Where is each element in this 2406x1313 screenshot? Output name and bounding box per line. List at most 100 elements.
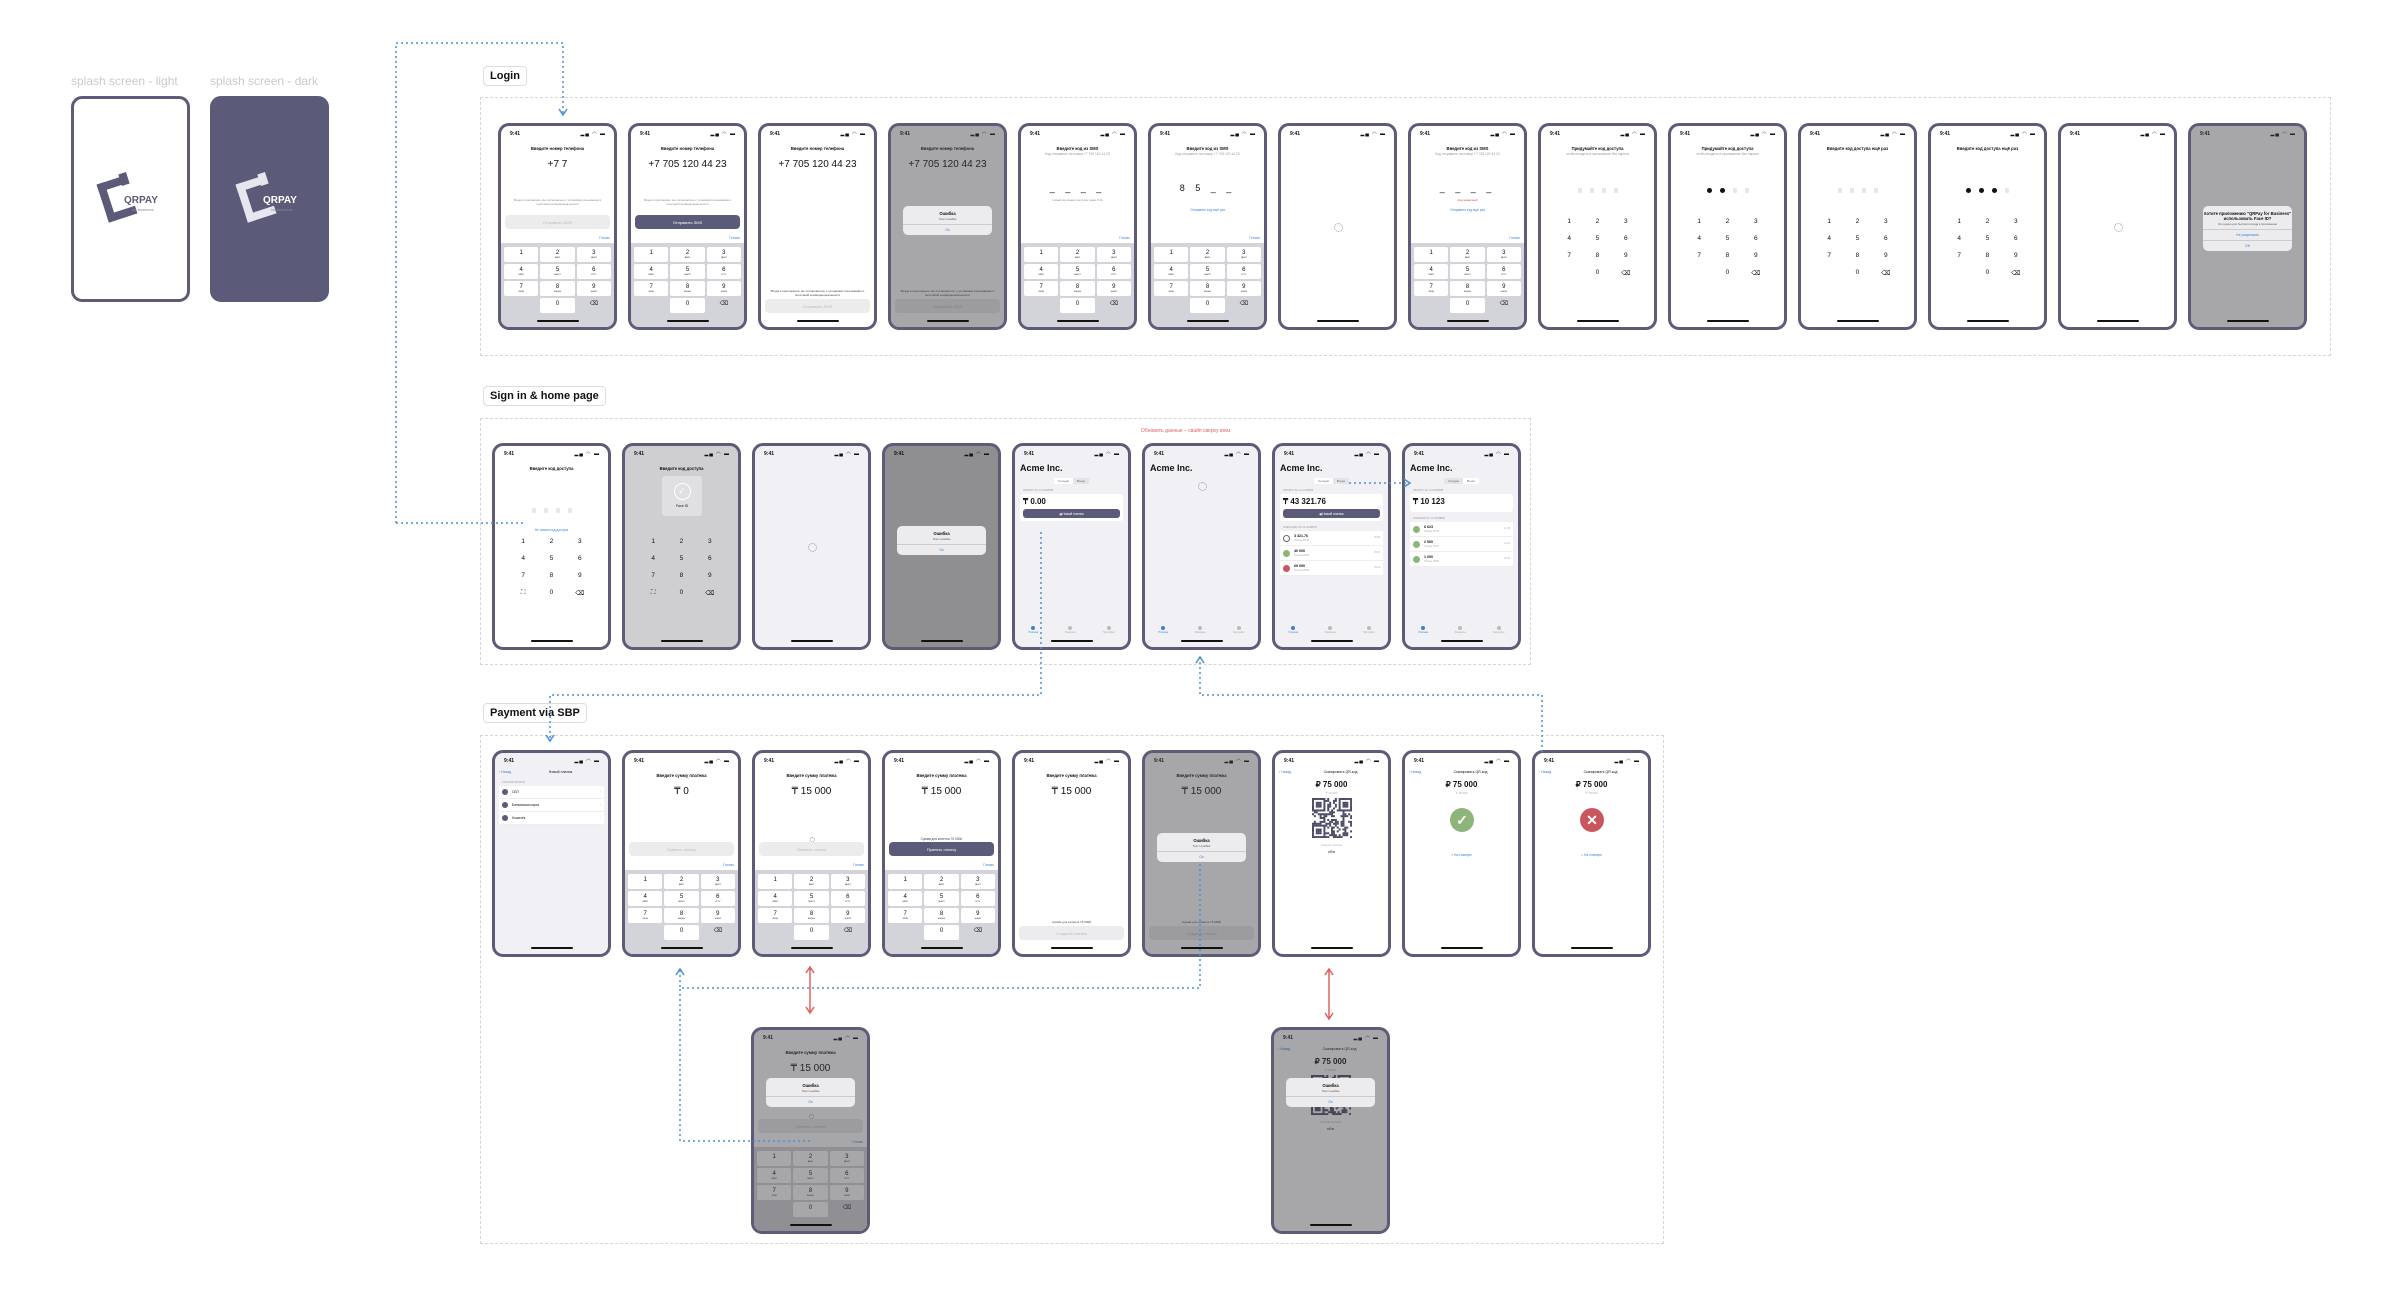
done-button[interactable]: Готово xyxy=(852,1140,863,1144)
pin-key[interactable]: 7 xyxy=(651,572,655,579)
pin-key[interactable]: ⌫ xyxy=(2011,270,2021,277)
primary-button[interactable]: Отправить SMS xyxy=(505,215,610,229)
payment-method-row[interactable]: СБП› xyxy=(499,786,604,799)
pin-key[interactable]: 1 xyxy=(651,538,655,545)
keypad-key[interactable]: 1 xyxy=(888,874,923,889)
tab-payments[interactable]: Платежи xyxy=(1288,626,1298,634)
primary-button[interactable]: Принять оплату xyxy=(889,842,994,856)
link-button[interactable]: Отправить код ещё раз xyxy=(1190,208,1225,212)
segment-yesterday[interactable]: Вчера xyxy=(1072,478,1089,484)
alert-button[interactable]: OK xyxy=(2203,240,2292,251)
done-button[interactable]: Готово xyxy=(1509,236,1520,240)
pin-key[interactable]: 4 xyxy=(521,555,525,562)
pin-key[interactable]: 7 xyxy=(1827,252,1831,259)
done-button[interactable]: Готово xyxy=(723,863,734,867)
tab-payments[interactable]: Платежи xyxy=(1158,626,1168,634)
keypad-key[interactable]: 0 xyxy=(924,925,959,940)
payment-method-row[interactable]: Банковская карта› xyxy=(499,799,604,812)
keypad-key[interactable]: 0 xyxy=(540,298,575,313)
segment-today[interactable]: Сегодня xyxy=(1314,478,1333,484)
pin-key[interactable]: 2 xyxy=(1855,218,1860,225)
done-button[interactable]: Готово xyxy=(729,236,740,240)
pin-key[interactable]: 4 xyxy=(651,555,655,562)
pin-key[interactable]: ⌫ xyxy=(1881,270,1891,277)
pin-key[interactable]: 8 xyxy=(1855,252,1860,259)
pin-key[interactable]: 3 xyxy=(2014,218,2018,225)
back-button[interactable]: ‹ Назад xyxy=(499,770,511,774)
pin-key[interactable]: 0 xyxy=(549,589,554,596)
keypad-key[interactable]: ⌫ xyxy=(1227,298,1261,313)
pin-key[interactable]: 1 xyxy=(521,538,525,545)
pin-key[interactable]: ⌫ xyxy=(1621,270,1631,277)
segment-yesterday[interactable]: Вчера xyxy=(1332,478,1349,484)
primary-button[interactable]: Принять оплату xyxy=(758,1119,863,1133)
tab-refunds[interactable]: Возвраты xyxy=(1065,626,1076,634)
pin-key[interactable]: 3 xyxy=(708,538,712,545)
segment-today[interactable]: Сегодня xyxy=(1054,478,1073,484)
pin-key[interactable]: 4 xyxy=(1697,235,1701,242)
pin-key[interactable]: 6 xyxy=(1884,235,1888,242)
pin-key[interactable]: 9 xyxy=(1884,252,1888,259)
pin-key[interactable]: 7 xyxy=(1957,252,1961,259)
pin-key[interactable]: 4 xyxy=(1957,235,1961,242)
done-button[interactable]: Готово xyxy=(1249,236,1260,240)
pin-key[interactable]: 9 xyxy=(1754,252,1758,259)
keypad-key[interactable]: ⌫ xyxy=(707,298,741,313)
pin-key[interactable]: 5 xyxy=(1725,235,1730,242)
pin-key[interactable]: 2 xyxy=(679,538,684,545)
back-button[interactable]: ‹ Назад xyxy=(1539,770,1551,774)
keypad-key[interactable]: 1 xyxy=(1154,247,1189,262)
keypad-key[interactable]: ⌫ xyxy=(1487,298,1521,313)
pin-key[interactable]: 0 xyxy=(1595,269,1600,276)
tab-payments[interactable]: Платежи xyxy=(1418,626,1428,634)
pin-key[interactable]: 3 xyxy=(1624,218,1628,225)
keypad-key[interactable]: ⌫ xyxy=(831,925,865,940)
keypad-key[interactable]: 0 xyxy=(664,925,699,940)
keypad-key[interactable]: 1 xyxy=(634,247,669,262)
pin-key[interactable]: 6 xyxy=(1624,235,1628,242)
pin-key[interactable]: 5 xyxy=(549,555,554,562)
tab-settings[interactable]: Настройки xyxy=(1103,626,1115,634)
keypad-key[interactable]: 1 xyxy=(758,874,793,889)
face-id-icon[interactable]: ⛶ xyxy=(520,589,526,596)
pin-key[interactable]: ⌫ xyxy=(575,590,585,597)
pin-key[interactable]: 5 xyxy=(1595,235,1600,242)
pin-key[interactable]: 6 xyxy=(1754,235,1758,242)
back-button[interactable]: ‹ Назад xyxy=(1278,1047,1290,1051)
keypad-key[interactable]: 1 xyxy=(1024,247,1059,262)
primary-button[interactable]: Отправить SMS xyxy=(765,299,870,313)
pin-key[interactable]: 9 xyxy=(578,572,582,579)
